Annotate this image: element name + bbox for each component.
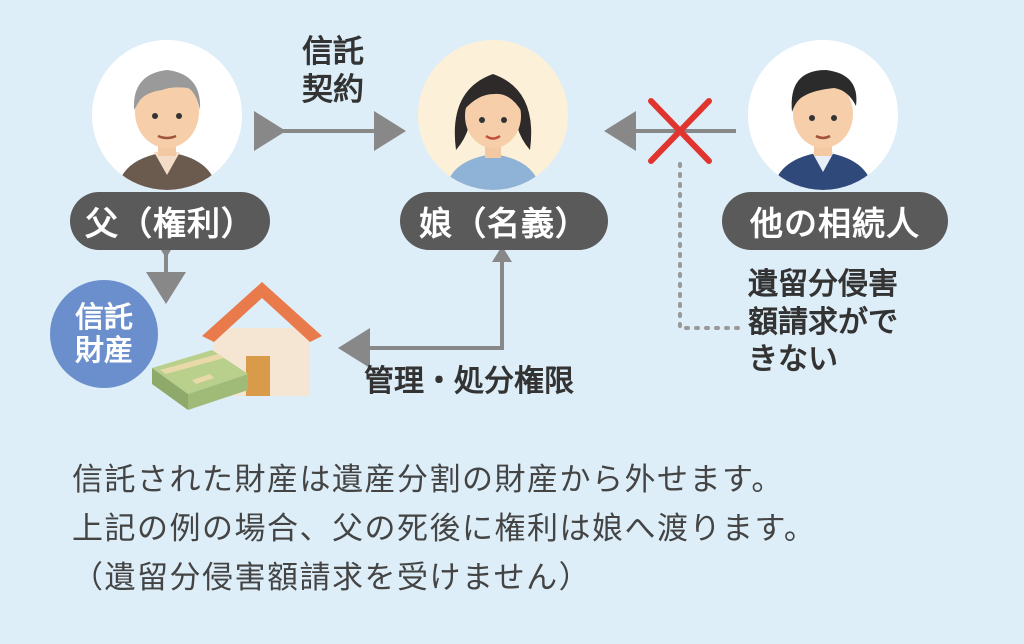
father-label: 父（権利） <box>70 192 270 250</box>
cross-icon <box>648 98 712 164</box>
trust-contract-label: 信託 契約 <box>302 34 364 110</box>
heirs-label: 他の相続人 <box>722 192 948 250</box>
daughter-label: 娘（名義） <box>400 192 608 250</box>
house-money-illustration <box>152 282 322 410</box>
no-claim-label: 遺留分侵害 額請求がで きない <box>748 266 898 379</box>
no-claim-line1: 遺留分侵害 <box>748 267 898 302</box>
caption-line1: 信託された財産は遺産分割の財産から外せます。 <box>72 462 784 498</box>
no-claim-line3: きない <box>748 342 838 377</box>
dotted-connector <box>678 162 742 330</box>
management-arrow-head <box>492 246 512 262</box>
management-arrow <box>338 252 504 368</box>
caption-line3: （遺留分侵害額請求を受けません） <box>72 560 592 596</box>
trust-property-badge: 信託 財産 <box>50 280 158 388</box>
caption-line2: 上記の例の場合、父の死後に権利は娘へ渡ります。 <box>72 511 817 547</box>
father-avatar <box>92 40 242 190</box>
caption: 信託された財産は遺産分割の財産から外せます。 上記の例の場合、父の死後に権利は娘… <box>72 456 972 603</box>
heir-avatar <box>748 40 898 190</box>
trust-contract-line2: 契約 <box>302 71 364 108</box>
daughter-avatar <box>418 40 568 190</box>
money-icon <box>152 350 248 410</box>
management-label: 管理・処分権限 <box>364 364 574 399</box>
trust-property-line2: 財産 <box>74 333 133 367</box>
trust-property-line1: 信託 <box>74 299 133 334</box>
no-claim-line2: 額請求がで <box>748 304 898 340</box>
trust-contract-line1: 信託 <box>302 34 364 70</box>
